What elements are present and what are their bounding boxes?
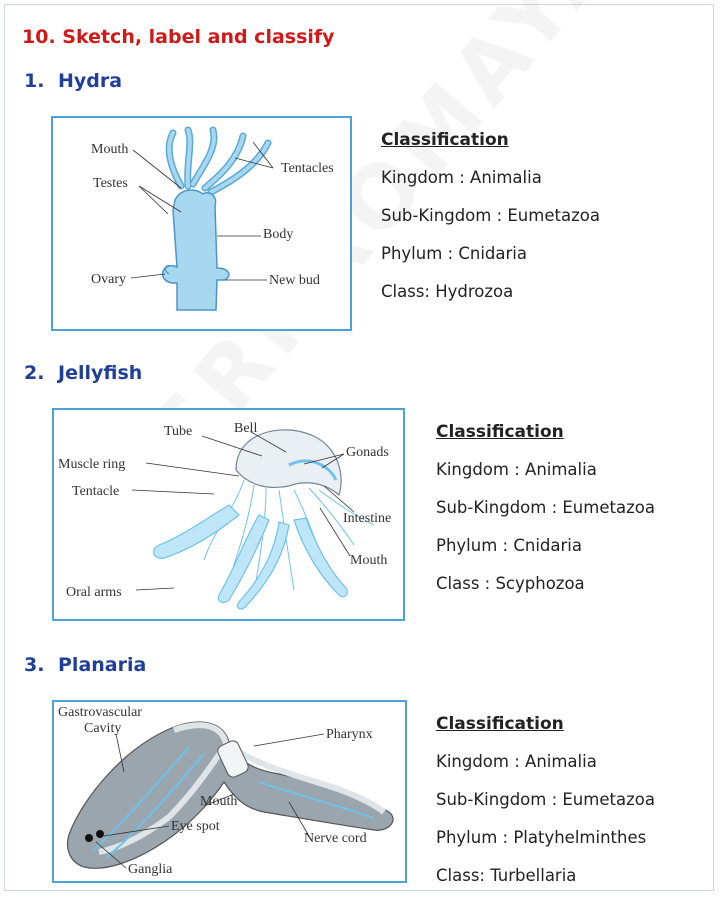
kingdom-text: Kingdom : Animalia	[436, 752, 597, 771]
label-body: Body	[263, 227, 293, 242]
jellyfish-figure: Tube Bell Gonads Muscle ring Tentacle In…	[52, 408, 405, 621]
label-gastrovascular: Gastrovascular	[58, 705, 142, 720]
section-title-jellyfish: 2. Jellyfish	[24, 362, 142, 384]
hydra-body-shape	[161, 189, 230, 311]
hydra-figure: Mouth Tentacles Testes Body Ovary New bu…	[51, 116, 352, 331]
classification-title: Classification	[436, 714, 564, 734]
label-mouth: Mouth	[91, 142, 128, 157]
kingdom-text: Kingdom : Animalia	[436, 460, 597, 479]
classification-title: Classification	[381, 130, 509, 150]
jellyfish-bell-shape	[235, 429, 342, 497]
label-pharynx: Pharynx	[326, 727, 373, 742]
kingdom-text: Kingdom : Animalia	[381, 168, 542, 187]
label-tentacle: Tentacle	[72, 484, 119, 499]
label-bell: Bell	[234, 421, 257, 436]
label-tentacles: Tentacles	[281, 161, 334, 176]
planaria-figure: Gastrovascular Cavity Pharynx Mouth Eye …	[52, 700, 407, 883]
jellyfish-diagram: Tube Bell Gonads Muscle ring Tentacle In…	[58, 421, 391, 610]
section-number: 2.	[24, 362, 45, 384]
section-title-hydra: 1. Hydra	[24, 70, 122, 92]
label-muscle-ring: Muscle ring	[58, 457, 125, 472]
page-heading: 10. Sketch, label and classify	[22, 26, 335, 48]
label-tube: Tube	[164, 424, 192, 439]
label-cavity: Cavity	[84, 721, 121, 736]
label-new-bud: New bud	[269, 273, 320, 288]
label-testes: Testes	[93, 176, 128, 191]
classification-title: Classification	[436, 422, 564, 442]
section-number: 1.	[24, 70, 45, 92]
label-mouth: Mouth	[200, 794, 237, 809]
classification-hydra: Classification Kingdom : Animalia Sub-Ki…	[381, 130, 600, 320]
subkingdom-text: Sub-Kingdom : Eumetazoa	[436, 790, 655, 809]
planaria-diagram: Gastrovascular Cavity Pharynx Mouth Eye …	[58, 705, 394, 877]
label-ganglia: Ganglia	[128, 862, 173, 877]
hydra-diagram: Mouth Tentacles Testes Body Ovary New bu…	[91, 126, 334, 311]
label-eye-spot: Eye spot	[171, 819, 220, 834]
label-ovary: Ovary	[91, 272, 126, 287]
class-text: Class : Scyphozoa	[436, 574, 585, 593]
class-text: Class: Turbellaria	[436, 866, 577, 885]
phylum-text: Phylum : Cnidaria	[381, 244, 527, 263]
section-number: 3.	[24, 654, 45, 676]
section-name: Hydra	[58, 70, 123, 92]
phylum-text: Phylum : Cnidaria	[436, 536, 582, 555]
label-gonads: Gonads	[346, 445, 389, 460]
section-name: Jellyfish	[58, 362, 143, 384]
label-intestine: Intestine	[343, 511, 391, 526]
class-text: Class: Hydrozoa	[381, 282, 514, 301]
section-name: Planaria	[58, 654, 147, 676]
phylum-text: Phylum : Platyhelminthes	[436, 828, 647, 847]
label-mouth: Mouth	[350, 553, 387, 568]
classification-planaria: Classification Kingdom : Animalia Sub-Ki…	[436, 714, 655, 904]
label-oral-arms: Oral arms	[66, 585, 122, 600]
classification-jellyfish: Classification Kingdom : Animalia Sub-Ki…	[436, 422, 655, 612]
section-title-planaria: 3. Planaria	[24, 654, 146, 676]
label-nerve-cord: Nerve cord	[304, 831, 367, 846]
subkingdom-text: Sub-Kingdom : Eumetazoa	[436, 498, 655, 517]
subkingdom-text: Sub-Kingdom : Eumetazoa	[381, 206, 600, 225]
